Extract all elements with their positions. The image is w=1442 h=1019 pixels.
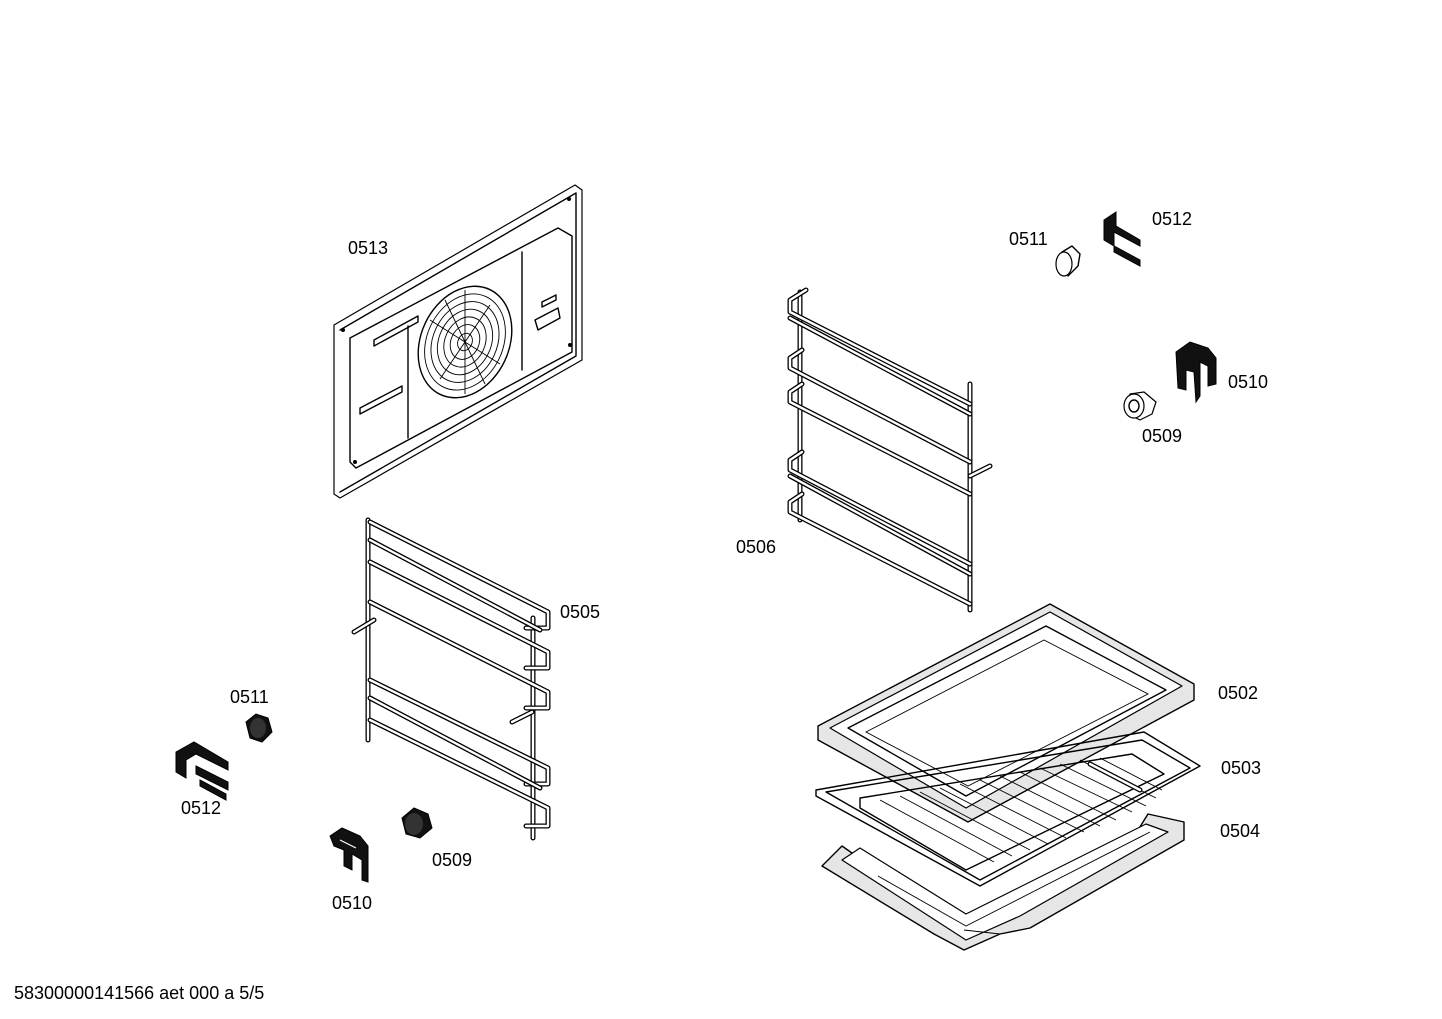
label-0512-right: 0512 <box>1152 209 1193 229</box>
label-0505: 0505 <box>560 602 601 622</box>
label-0511-right: 0511 <box>1009 229 1048 249</box>
drip-pan-0504 <box>821 813 1185 951</box>
label-0510-left: 0510 <box>332 893 373 913</box>
label-0504: 0504 <box>1220 821 1261 841</box>
label-0502: 0502 <box>1218 683 1259 703</box>
shelf-support-0506 <box>787 287 993 613</box>
cap-0511-right <box>1055 245 1081 277</box>
label-0510-right: 0510 <box>1228 372 1269 392</box>
document-footer: 58300000141566 aet 000 a 5/5 <box>14 983 265 1003</box>
label-0513: 0513 <box>348 238 389 258</box>
label-0503: 0503 <box>1221 758 1262 778</box>
wire-shelf-0503 <box>815 731 1201 887</box>
label-0509-right: 0509 <box>1142 426 1183 446</box>
baking-tray-0502 <box>817 603 1195 823</box>
rear-panel-0513 <box>333 184 583 499</box>
clip-0510-right <box>1175 341 1217 404</box>
label-0511-left: 0511 <box>230 687 269 707</box>
label-0509-left: 0509 <box>432 850 473 870</box>
bracket-0512-left <box>175 741 229 801</box>
shelf-support-0505 <box>351 517 551 841</box>
bracket-0512-right <box>1103 211 1141 267</box>
knob-0509-left <box>401 807 433 839</box>
clip-0510-left <box>329 827 369 883</box>
cap-0511-left <box>245 713 273 743</box>
knob-0509-right <box>1123 391 1157 421</box>
label-0512-left: 0512 <box>181 798 222 818</box>
label-0506: 0506 <box>736 537 777 557</box>
